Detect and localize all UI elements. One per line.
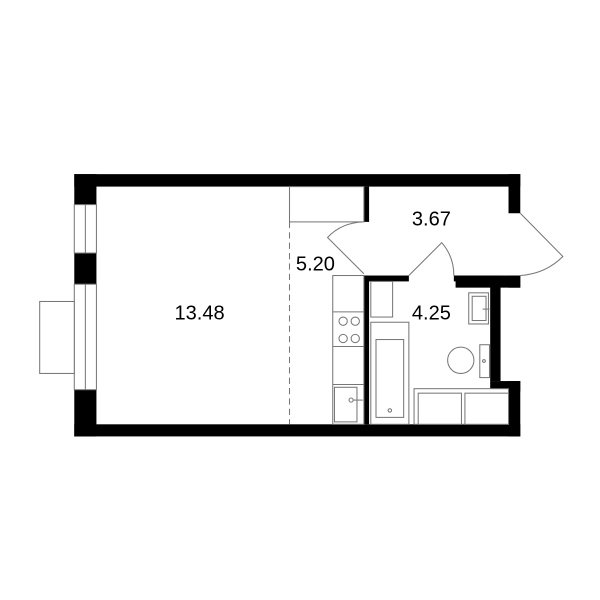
room-area-kitchen: 5.20 (296, 253, 335, 275)
window (73, 204, 97, 391)
room-area-living: 13.48 (174, 302, 224, 324)
balcony (39, 300, 75, 374)
bathroom-sink-icon (468, 292, 490, 325)
bathroom-cabinets (413, 388, 510, 425)
upper-cabinet (288, 186, 365, 223)
door-bathroom (408, 241, 455, 276)
bathtub-icon (370, 321, 410, 425)
door-entrance (519, 212, 564, 277)
room-area-bathroom: 4.25 (412, 302, 451, 324)
stove-icon (338, 316, 360, 344)
toilet-icon (447, 344, 491, 379)
room-area-hallway: 3.67 (412, 208, 451, 230)
kitchen-sink-icon (333, 386, 363, 423)
walls (74, 174, 521, 437)
door-kitchen-hall (326, 221, 365, 275)
washing-machine (370, 280, 394, 318)
